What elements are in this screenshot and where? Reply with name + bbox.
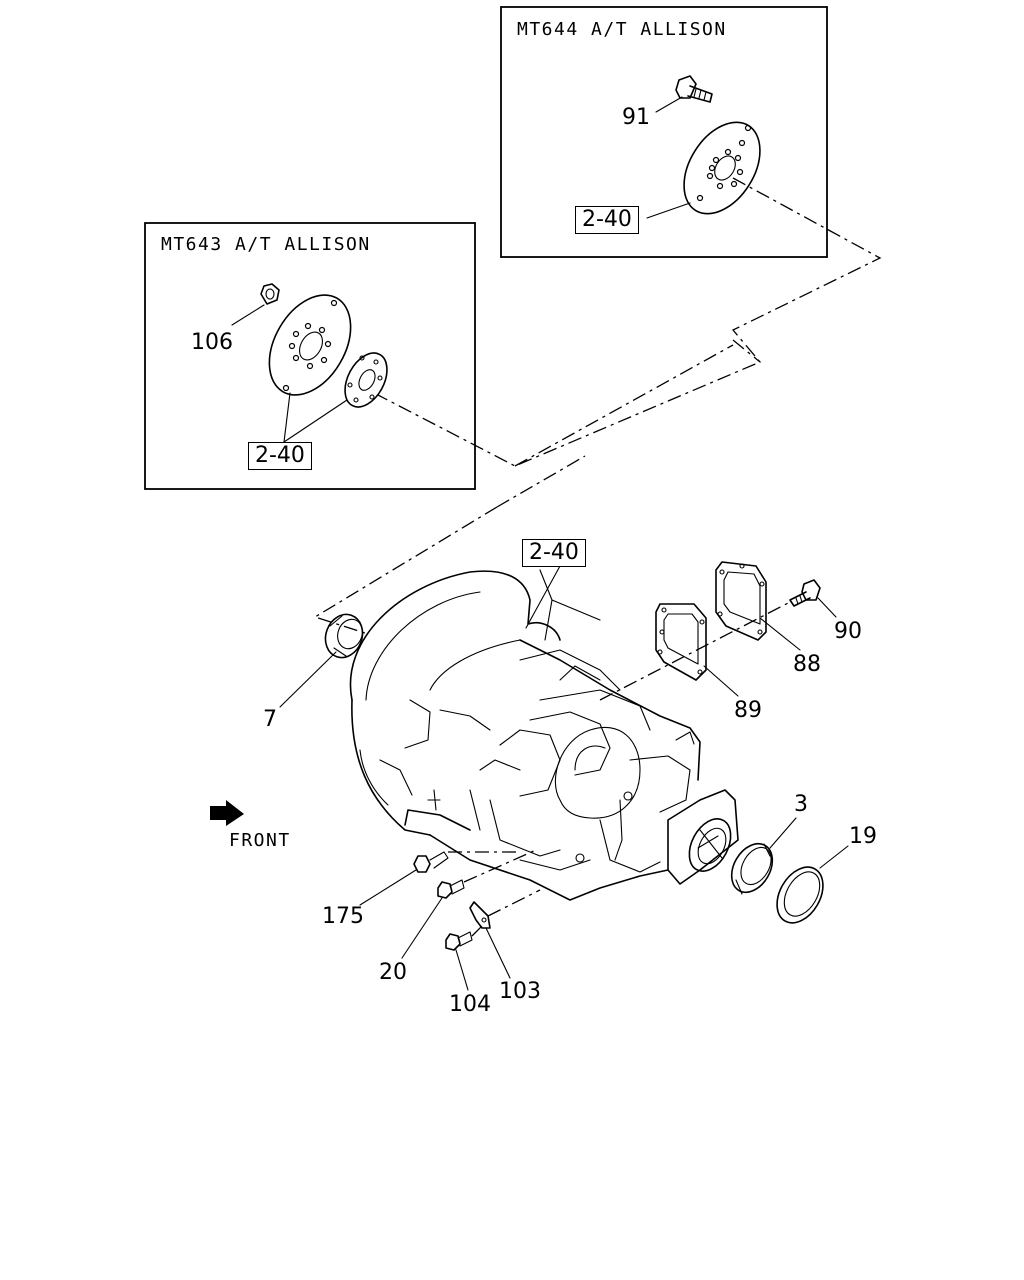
leader-103 (485, 927, 511, 979)
mt643-panel-title: MT643 A/T ALLISON (161, 234, 371, 255)
bracket-103-icon (469, 901, 491, 929)
bracket-axis (487, 889, 541, 917)
callout-20: 20 (379, 960, 407, 985)
bolt-104-axis (471, 925, 483, 937)
gasket-88-icon (715, 561, 767, 641)
link-line-mid (732, 339, 761, 363)
mt644-panel-frame (500, 6, 828, 258)
leader-mt643-ref-a (283, 392, 291, 443)
bolt-91-icon (675, 75, 713, 103)
mt644-panel-title: MT644 A/T ALLISON (517, 19, 727, 40)
callout-89: 89 (734, 698, 762, 723)
leader-mt644-ref (646, 202, 691, 219)
flexplate-mt644-icon (683, 121, 761, 215)
leader-main-ref (525, 565, 561, 629)
callout-103: 103 (499, 979, 541, 1004)
front-arrow-icon (210, 800, 244, 826)
leader-106 (231, 304, 265, 326)
oil-seal-3-icon (730, 842, 774, 895)
leader-7 (279, 651, 337, 708)
callout-19: 19 (849, 824, 877, 849)
callout-88: 88 (793, 652, 821, 677)
adapter-ring-icon (344, 352, 388, 408)
link-line-upper (377, 177, 882, 467)
snap-ring-19-icon (776, 866, 824, 924)
leader-88 (759, 617, 801, 651)
bolt-20-icon (437, 879, 465, 899)
leader-19 (819, 845, 849, 869)
callout-91: 91 (622, 105, 650, 130)
main-ref-box: 2-40 (522, 539, 586, 568)
bolt-104-icon (445, 931, 473, 951)
mt643-panel-frame (144, 222, 476, 490)
callout-7: 7 (263, 707, 277, 732)
link-line-lower-b (496, 455, 586, 508)
leader-90 (817, 597, 837, 618)
mt643-ref-box: 2-40 (248, 442, 312, 471)
leader-3 (769, 817, 797, 849)
link-line-lower (313, 506, 498, 635)
callout-175: 175 (322, 904, 364, 929)
mt644-ref-box: 2-40 (575, 206, 639, 235)
bolt-90-icon (789, 579, 821, 607)
link-line-join (514, 344, 734, 467)
front-label: FRONT (229, 830, 291, 851)
flexplate-mt643-icon (268, 294, 352, 396)
leader-20 (401, 897, 443, 959)
callout-3: 3 (794, 792, 808, 817)
callout-106: 106 (191, 330, 233, 355)
callout-104: 104 (449, 992, 491, 1017)
transmission-housing-icon (349, 569, 739, 901)
leader-175 (359, 869, 417, 906)
gasket-89-icon (655, 603, 707, 681)
nut-106-icon (260, 283, 280, 305)
bolt-90-axis (599, 601, 791, 701)
plug-175-icon (413, 851, 449, 873)
front-seal-7-icon (324, 613, 364, 659)
bolt-20-axis (463, 849, 537, 883)
leader-89 (703, 665, 739, 697)
callout-90: 90 (834, 619, 862, 644)
leader-mt643-ref-b (283, 399, 348, 443)
leader-104 (455, 949, 469, 991)
leader-91 (655, 96, 683, 113)
